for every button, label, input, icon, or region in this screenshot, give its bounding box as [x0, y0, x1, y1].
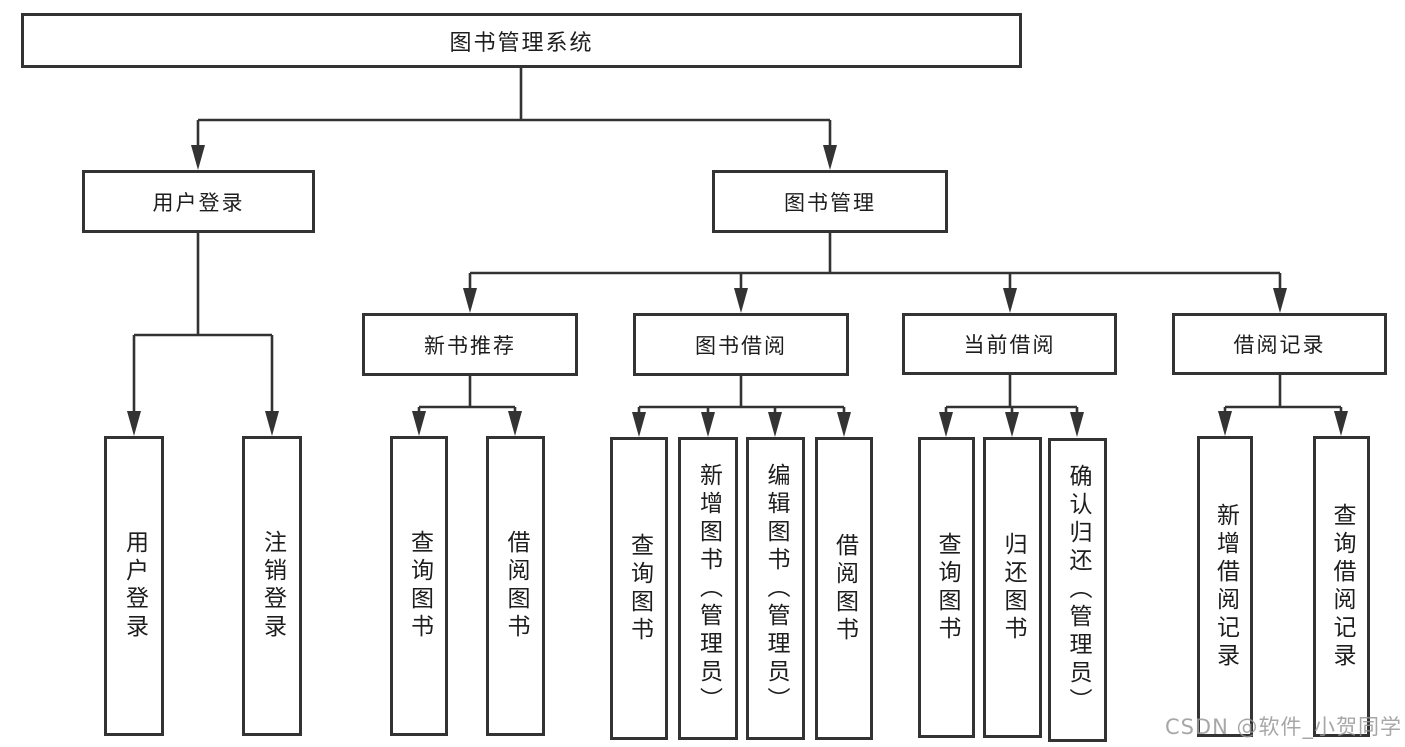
node-edit-books-admin: 编辑图书（管理员）	[746, 437, 805, 740]
node-recommend-borrow-books: 借阅图书	[486, 436, 545, 736]
node-borrow-records: 借阅记录	[1172, 313, 1387, 375]
node-user-login: 用户登录	[82, 170, 315, 233]
node-current-query-books: 查询图书	[918, 437, 975, 738]
node-return-books: 归还图书	[983, 437, 1042, 738]
node-current-borrow: 当前借阅	[902, 313, 1117, 375]
node-borrow-query-books: 查询图书	[610, 437, 668, 740]
node-borrow-borrow-books: 借阅图书	[815, 437, 873, 740]
node-book-borrow: 图书借阅	[633, 313, 849, 376]
node-add-books-admin: 新增图书（管理员）	[678, 437, 738, 740]
node-root: 图书管理系统	[21, 13, 1022, 68]
node-book-management: 图书管理	[712, 170, 948, 233]
node-logout-action: 注销登录	[242, 436, 302, 736]
node-recommend-query-books: 查询图书	[390, 436, 448, 736]
node-query-borrow-record: 查询借阅记录	[1313, 436, 1370, 737]
watermark: CSDN @软件_小贺同学	[1164, 715, 1402, 739]
node-new-book-recommend: 新书推荐	[362, 313, 578, 376]
node-user-login-action: 用户登录	[104, 436, 164, 736]
node-add-borrow-record: 新增借阅记录	[1197, 436, 1253, 737]
node-confirm-return-admin: 确认归还（管理员）	[1048, 438, 1107, 742]
